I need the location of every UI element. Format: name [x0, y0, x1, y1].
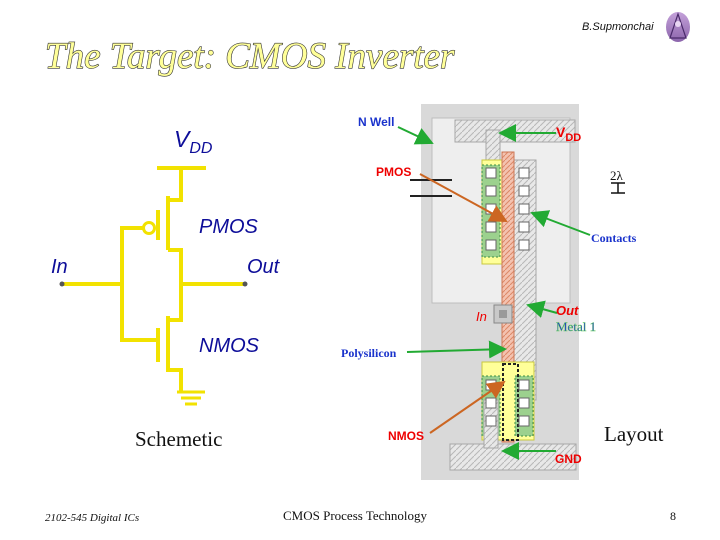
- layout-two-lambda-label: 2λ: [610, 168, 624, 183]
- university-crest-logo: [666, 12, 690, 42]
- in-contact-inner: [499, 310, 507, 318]
- out-terminal: [242, 281, 248, 287]
- arrow-pmos: [419, 173, 508, 222]
- layout-in-label: In: [476, 309, 487, 324]
- footer-course: 2102-545 Digital ICs: [45, 512, 139, 524]
- pmos-contacts: [485, 167, 530, 251]
- arrow-nmos: [429, 380, 506, 434]
- layout-polysilicon-label: Polysilicon: [341, 346, 397, 360]
- page-number: 8: [670, 509, 676, 523]
- arrow-polysilicon: [406, 340, 507, 359]
- schematic-vdd-label: VDD: [174, 126, 213, 157]
- layout-gnd-label: GND: [555, 452, 582, 466]
- layout-nwell-label: N Well: [358, 115, 394, 129]
- arrow-out: [526, 300, 558, 318]
- ground-symbol: [177, 390, 205, 406]
- footer-topic: CMOS Process Technology: [283, 508, 428, 523]
- layout-vdd-label: VDD: [556, 124, 581, 144]
- pmos-bubble: [142, 221, 156, 235]
- schematic-nmos-label: NMOS: [199, 335, 260, 357]
- annotation-arrows: [397, 124, 591, 460]
- in-terminal: [59, 281, 65, 287]
- layout-pmos-label: PMOS: [376, 165, 411, 179]
- arrow-contacts: [530, 210, 591, 236]
- schematic-pmos-label: PMOS: [199, 216, 259, 238]
- layout-caption: Layout: [604, 422, 664, 446]
- layout-metal1-label: Metal 1: [556, 319, 596, 334]
- nmos-highlight: [502, 363, 519, 441]
- layout-contacts-label: Contacts: [591, 231, 637, 245]
- slide-title: The Target: CMOS Inverter: [45, 36, 455, 77]
- layout-nmos-label: NMOS: [388, 429, 424, 443]
- arrow-nwell: [397, 126, 434, 145]
- layout-out-label: Out: [556, 303, 579, 318]
- author-name: B.Supmonchai: [582, 21, 654, 33]
- schematic-caption: Schemetic: [135, 427, 222, 451]
- schematic-out-label: Out: [247, 256, 281, 278]
- schematic-in-label: In: [51, 256, 68, 278]
- inverter-schematic: [59, 166, 248, 406]
- two-lambda-marker: [611, 182, 625, 194]
